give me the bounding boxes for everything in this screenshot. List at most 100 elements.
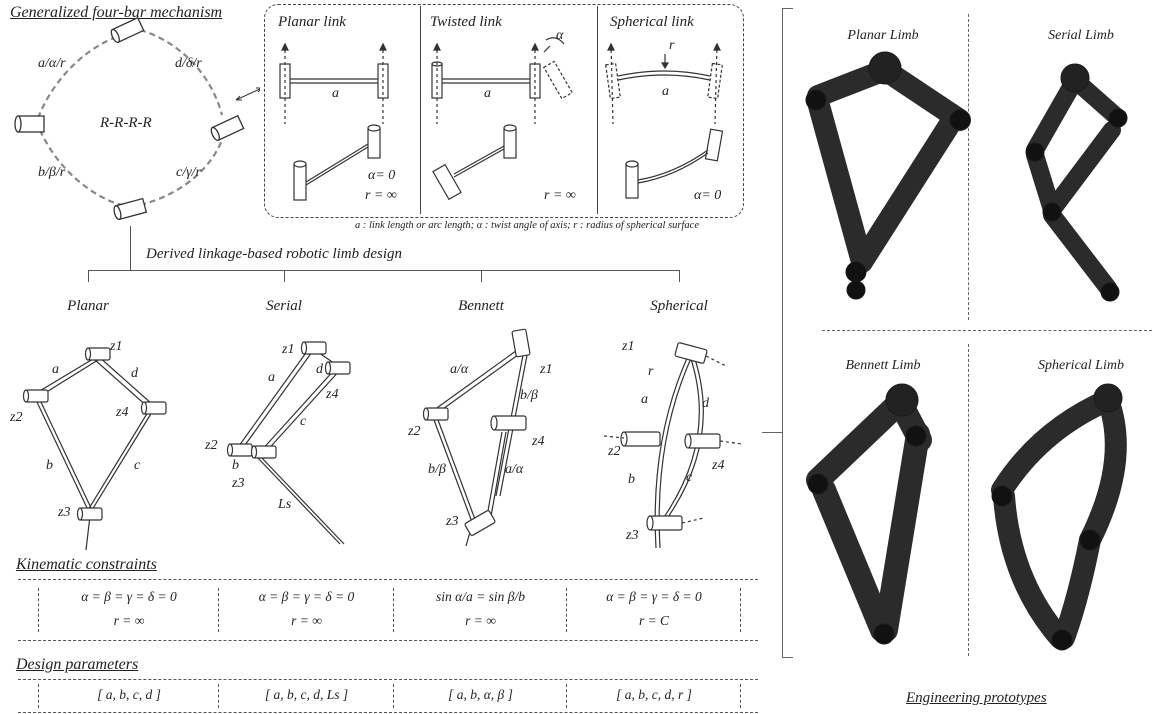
serial-b: b — [232, 458, 239, 473]
constraint-planar-1: α = β = γ = δ = 0 — [81, 589, 177, 604]
edge-label-b: b/β/r — [38, 165, 66, 180]
col-divider — [393, 684, 395, 708]
design-params-title: Design parameters — [16, 656, 139, 673]
tree-tick — [679, 270, 680, 282]
bennett-z2: z2 — [408, 424, 421, 439]
design-name-spherical: Spherical — [650, 298, 708, 314]
constraint-spherical-1: α = β = γ = δ = 0 — [606, 589, 702, 604]
col-divider — [566, 588, 568, 632]
params-spherical: [ a, b, c, d, r ] — [616, 687, 692, 702]
twisted-r: r = ∞ — [544, 188, 576, 203]
planar-d: d — [131, 366, 138, 381]
col-divider — [218, 588, 220, 632]
constraint-serial-2: r = ∞ — [291, 613, 322, 628]
twisted-alpha-label: α — [556, 28, 564, 43]
planar-alpha: α= 0 — [368, 168, 396, 183]
tree-tick — [481, 270, 482, 282]
generalized-title: Generalized four-bar mechanism — [10, 4, 223, 21]
spherical-alpha: α= 0 — [694, 188, 722, 203]
planar-link-title: Planar link — [278, 14, 346, 30]
bennett-z3: z3 — [446, 514, 459, 529]
planar-length-label: a — [332, 86, 339, 101]
col-divider — [393, 588, 395, 632]
bennett-b-beta-2: b/β — [428, 462, 446, 477]
planar-b: b — [46, 458, 53, 473]
col-divider — [740, 588, 742, 632]
proto-divider-h — [822, 330, 1152, 332]
serial-z4: z4 — [326, 387, 339, 402]
legend-note: a : link length or arc length; α : twist… — [355, 220, 700, 231]
twisted-length-label: a — [484, 86, 491, 101]
planar-z2: z2 — [10, 410, 23, 425]
spherical-length-label: a — [662, 84, 669, 99]
design-name-serial: Serial — [266, 298, 302, 314]
proto-title-planar: Planar Limb — [847, 28, 919, 43]
limb-diagrams — [22, 328, 743, 550]
serial-c: c — [300, 414, 307, 429]
constraint-spherical-2: r = C — [638, 613, 670, 628]
serial-z2: z2 — [205, 438, 218, 453]
spherical-d: d — [702, 396, 709, 411]
spherical-r: r — [648, 364, 654, 379]
constraint-bennett-2: r = ∞ — [465, 613, 496, 628]
edge-label-c: c/γ/r — [176, 165, 201, 180]
panel-divider — [420, 6, 421, 214]
spherical-r-label: r — [669, 38, 675, 53]
prototype-photos — [805, 51, 1128, 651]
constraint-bennett-1: sin α/a = sin β/b — [436, 589, 525, 604]
planar-z1: z1 — [110, 339, 123, 354]
link-types-drawing — [279, 37, 724, 201]
edge-label-a: a/α/r — [38, 56, 66, 71]
proto-divider-v — [968, 344, 970, 656]
planar-a: a — [52, 362, 59, 377]
planar-r: r = ∞ — [365, 188, 397, 203]
planar-z4: z4 — [116, 405, 129, 420]
constraint-serial-1: α = β = γ = δ = 0 — [258, 589, 355, 604]
spherical-link-title: Spherical link — [610, 14, 694, 30]
planar-c: c — [134, 458, 141, 473]
panel-divider — [597, 6, 598, 214]
params-planar: [ a, b, c, d ] — [97, 687, 161, 702]
tree-tick — [88, 270, 89, 282]
spherical-z1: z1 — [622, 339, 635, 354]
params-table: [ a, b, c, d ] [ a, b, c, d, Ls ] [ a, b… — [18, 679, 758, 713]
spherical-z3: z3 — [626, 528, 639, 543]
serial-d: d — [316, 362, 323, 377]
spherical-c: c — [686, 470, 693, 485]
col-divider — [566, 684, 568, 708]
prototypes-caption: Engineering prototypes — [906, 690, 1047, 706]
col-divider — [740, 684, 742, 708]
prototype-bracket — [782, 8, 793, 658]
kinematic-table: α = β = γ = δ = 0 r = ∞ α = β = γ = δ = … — [18, 579, 758, 641]
kinematic-title: Kinematic constraints — [16, 556, 157, 573]
constraint-planar-2: r = ∞ — [113, 613, 145, 628]
serial-a: a — [268, 370, 275, 385]
four-bar-diagram — [14, 16, 260, 221]
spherical-b: b — [628, 472, 635, 487]
col-divider — [218, 684, 220, 708]
bennett-z4: z4 — [532, 434, 545, 449]
edge-label-d: d/δ/r — [175, 56, 202, 71]
col-divider — [38, 588, 40, 632]
bennett-z1: z1 — [540, 362, 553, 377]
derived-title: Derived linkage-based robotic limb desig… — [146, 246, 403, 262]
link-types-panel — [264, 4, 744, 218]
params-serial: [ a, b, c, d, Ls ] — [264, 687, 349, 702]
serial-ls: Ls — [278, 497, 292, 512]
spherical-a: a — [641, 392, 648, 407]
proto-title-bennett: Bennett Limb — [845, 358, 921, 373]
design-name-bennett: Bennett — [458, 298, 504, 314]
bracket-tick — [762, 432, 782, 433]
design-name-planar: Planar — [67, 298, 109, 314]
tree-bar — [88, 270, 680, 271]
bennett-a-alpha-2: a/α — [505, 462, 524, 477]
bennett-b-beta: b/β — [520, 388, 538, 403]
tree-tick — [284, 270, 285, 282]
bennett-a-alpha: a/α — [450, 362, 469, 377]
serial-z3: z3 — [232, 476, 245, 491]
spherical-z2: z2 — [608, 444, 621, 459]
col-divider — [38, 684, 40, 708]
rrrr-label: R-R-R-R — [100, 115, 152, 131]
spherical-z4: z4 — [712, 458, 725, 473]
twisted-link-title: Twisted link — [430, 14, 502, 30]
